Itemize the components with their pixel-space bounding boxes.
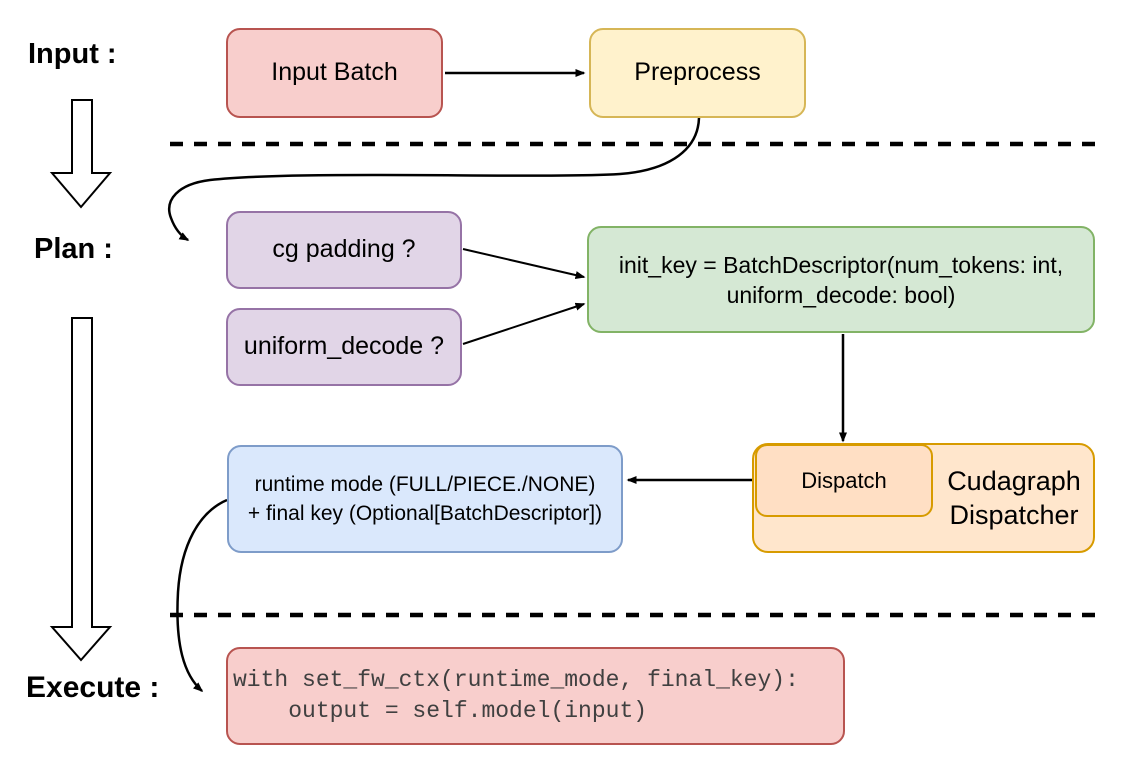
node-init-key: init_key = BatchDescriptor(num_tokens: i… <box>587 226 1095 333</box>
connector-uniformdecode-to-initkey <box>462 302 586 345</box>
connector-preprocess-to-cgpadding <box>168 117 701 242</box>
node-runtime-mode: runtime mode (FULL/PIECE./NONE) + final … <box>227 445 623 553</box>
input-down-arrow-icon <box>49 99 113 209</box>
execute-code-line2: output = self.model(input) <box>233 698 648 724</box>
connector-cgpadding-to-initkey <box>462 248 586 279</box>
node-cg-padding: cg padding ? <box>226 211 462 289</box>
plan-down-arrow-icon <box>49 317 113 662</box>
node-init-key-line1: init_key = BatchDescriptor(num_tokens: i… <box>618 251 1064 278</box>
node-input-batch-label: Input Batch <box>271 58 398 87</box>
node-runtime-mode-line1: runtime mode (FULL/PIECE./NONE) <box>254 473 596 496</box>
execute-code-line1: with set_fw_ctx(runtime_mode, final_key)… <box>233 667 799 693</box>
node-uniform-decode: uniform_decode ? <box>226 308 462 386</box>
input-section-label: Input : <box>28 38 117 70</box>
node-cudagraph-dispatcher-label: Cudagraph Dispatcher <box>947 466 1081 530</box>
node-preprocess-label: Preprocess <box>634 58 761 87</box>
execute-section-label: Execute : <box>26 671 160 704</box>
node-dispatch-label: Dispatch <box>801 467 887 493</box>
node-init-key-line2: uniform_decode: bool) <box>726 281 956 308</box>
plan-section-label: Plan : <box>34 233 113 265</box>
node-execute-code: with set_fw_ctx(runtime_mode, final_key)… <box>226 647 845 745</box>
node-uniform-decode-label: uniform_decode ? <box>243 332 445 361</box>
node-input-batch: Input Batch <box>226 28 443 118</box>
node-runtime-mode-line2: + final key (Optional[BatchDescriptor]) <box>247 502 603 525</box>
node-cg-padding-label: cg padding ? <box>272 235 416 264</box>
node-preprocess: Preprocess <box>589 28 806 118</box>
node-dispatch: Dispatch <box>755 444 933 517</box>
connector-runtime-to-code <box>176 498 228 692</box>
